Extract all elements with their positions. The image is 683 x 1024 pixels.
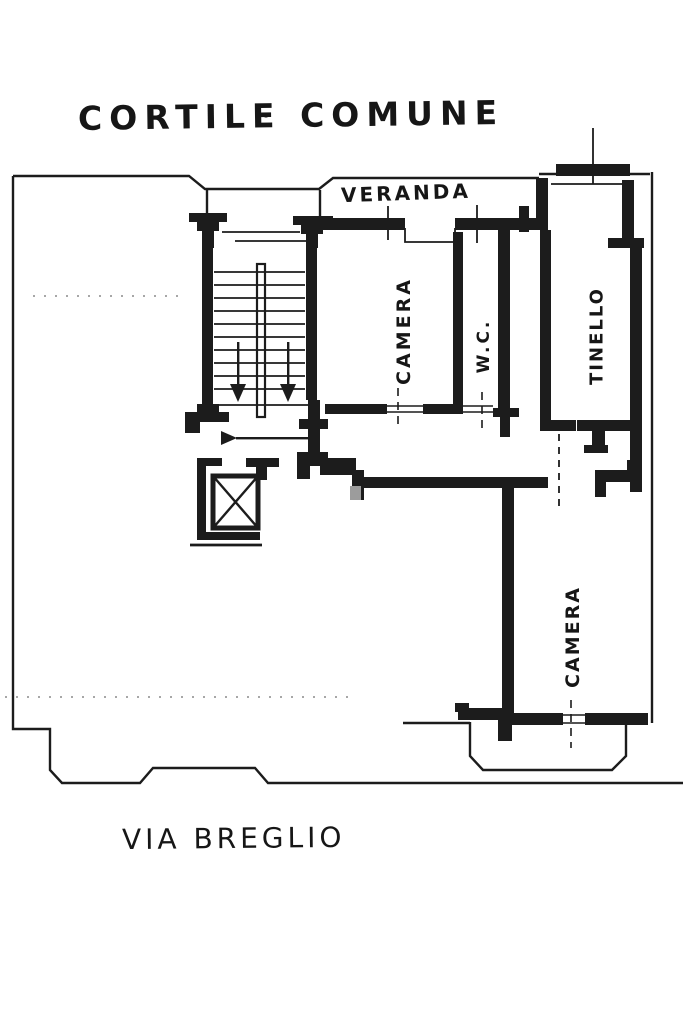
elevator-cross-icon — [212, 475, 259, 529]
room-label-camera-top: CAMERA — [393, 277, 415, 385]
courtyard-boundary — [11, 172, 683, 785]
scan-smudge — [350, 486, 361, 500]
entry-direction-arrow — [221, 431, 313, 445]
balcony-outline — [468, 722, 628, 772]
camera-wc-walls — [325, 230, 519, 437]
construction-lines — [5, 295, 350, 698]
staircase-treads — [207, 231, 316, 419]
veranda-wall — [313, 178, 548, 243]
scan-dot — [264, 114, 268, 118]
tinello-walls — [540, 128, 644, 512]
room-label-camera-bottom: CAMERA — [562, 586, 584, 688]
staircase-down-arrows — [230, 342, 296, 402]
room-label-tinello: TINELLO — [586, 287, 608, 385]
courtyard-title: CORTILE COMUNE — [77, 93, 505, 138]
room-label-veranda: VERANDA — [340, 178, 472, 208]
street-title: VIA BREGLIO — [121, 820, 346, 857]
camera2-walls — [455, 487, 648, 772]
room-label-wc: W.C. — [474, 318, 494, 374]
elevator-shaft — [190, 458, 279, 547]
